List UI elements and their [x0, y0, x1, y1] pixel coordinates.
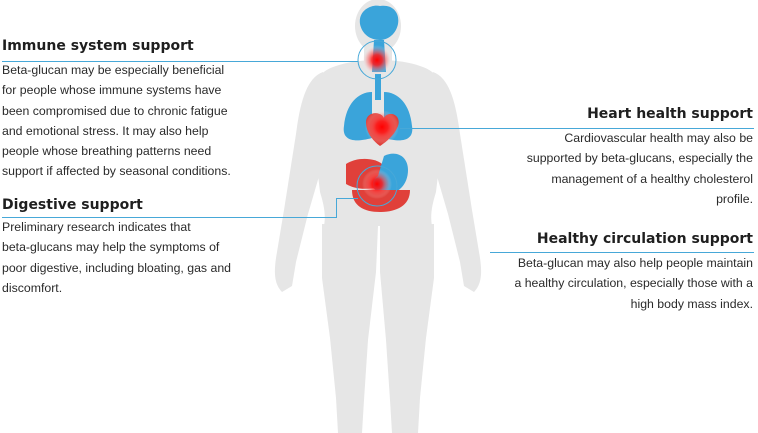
digestive-text-line: beta-glucans may help the symptoms of — [2, 240, 220, 255]
circulation-text-line: a healthy circulation, especially those … — [514, 276, 753, 291]
circulation-callout-line — [490, 252, 754, 253]
digestive-text-line: poor digestive, including bloating, gas … — [2, 260, 232, 275]
digestive-callout-circle — [356, 165, 398, 207]
heart-title: Heart health support — [587, 106, 753, 122]
digestive-description: Preliminary research indicates that beta… — [2, 217, 231, 298]
immune-text-line: been compromised due to chronic fatigue — [2, 103, 228, 118]
digestive-section: Digestive support Preliminary research i… — [2, 197, 231, 298]
circulation-title: Healthy circulation support — [536, 231, 753, 247]
immune-section: Immune system support Beta-glucan may be… — [2, 38, 231, 182]
heart-text-line: supported by beta-glucans, especially th… — [526, 151, 753, 166]
heart-description: Cardiovascular health may also be suppor… — [463, 128, 753, 209]
immune-text-line: Beta-glucan may be especially beneficial — [2, 63, 225, 77]
digestive-callout-line — [2, 217, 336, 218]
heart-section: Heart health support Cardiovascular heal… — [463, 106, 753, 209]
right-leg — [380, 224, 434, 433]
circulation-description: Beta-glucan may also help people maintai… — [463, 253, 753, 314]
heart-text-line: Cardiovascular health may also be — [564, 131, 753, 145]
immune-description: Beta-glucan may be especially beneficial… — [2, 60, 231, 182]
circulation-text-line: high body mass index. — [630, 296, 753, 311]
left-leg — [322, 224, 378, 433]
heart-text-line: profile. — [716, 191, 753, 206]
throat-glow — [362, 45, 392, 75]
brain-icon — [359, 5, 399, 40]
intestines-icon — [352, 190, 410, 212]
circulation-text-line: Beta-glucan may also help people maintai… — [517, 256, 753, 270]
right-arm — [426, 72, 482, 292]
immune-text-line: people whose breathing patterns need — [2, 144, 212, 159]
body-silhouette — [274, 0, 482, 433]
throat-callout-circle — [357, 40, 397, 80]
lung-left-icon — [343, 92, 372, 141]
immune-text-line: support if affected by seasonal conditio… — [2, 164, 231, 179]
circulation-section: Healthy circulation support Beta-glucan … — [463, 231, 753, 314]
left-arm — [274, 72, 330, 292]
immune-title: Immune system support — [2, 38, 194, 54]
trachea-icon — [375, 74, 381, 100]
digestive-callout-link — [336, 198, 358, 199]
heart-text-line: management of a healthy cholesterol — [551, 171, 753, 186]
digestive-callout-connector — [336, 198, 337, 218]
immune-callout-line — [2, 61, 358, 62]
heart-glow — [365, 110, 399, 144]
digestive-glow — [362, 169, 392, 199]
digestive-title: Digestive support — [2, 197, 143, 213]
digestive-text-line: discomfort. — [2, 280, 63, 295]
digestive-text-line: Preliminary research indicates that — [2, 220, 191, 234]
immune-text-line: and emotional stress. It may also help — [2, 123, 209, 138]
immune-text-line: for people whose immune systems have — [2, 83, 222, 98]
heart-callout-line — [400, 128, 754, 129]
